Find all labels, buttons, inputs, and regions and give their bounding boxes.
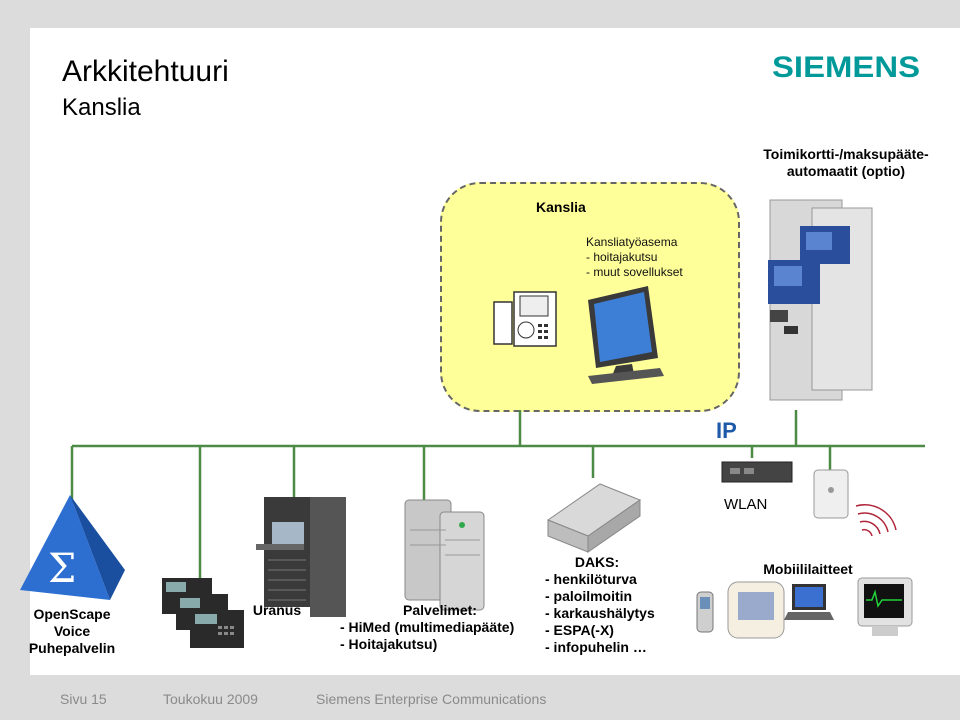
footer-company: Siemens Enterprise Communications <box>316 691 547 707</box>
siemens-logo-text: SIEMENS <box>772 51 920 82</box>
palvelimet-line-3: - Hoitajakutsu) <box>340 636 438 652</box>
daks-line-3: - paloilmoitin <box>545 588 633 604</box>
payment-kiosk-icon <box>768 199 873 401</box>
footer-date: Toukokuu 2009 <box>163 691 258 707</box>
palvelimet-label: Palvelimet: - HiMed (multimediapääte) - … <box>340 602 540 653</box>
wireless-signal-icon <box>855 504 897 537</box>
network-bus <box>70 410 925 578</box>
uranus-label: Uranus <box>252 602 302 618</box>
ip-network-label: IP <box>716 418 737 443</box>
openscape-label: OpenScape Voice Puhepalvelin <box>0 606 144 657</box>
palvelimet-line-2: - HiMed (multimediapääte) <box>340 619 515 635</box>
footer-page: Sivu 15 <box>60 691 107 707</box>
slide-subtitle: Kanslia <box>62 94 141 121</box>
daks-label: DAKS: - henkilöturva - paloilmoitin - ka… <box>545 554 675 656</box>
daks-line-6: - infopuhelin … <box>545 639 647 655</box>
access-point-icon <box>813 469 849 519</box>
daks-line-1: DAKS: <box>574 554 620 570</box>
daks-line-5: - ESPA(-X) <box>545 622 614 638</box>
kanslia-line-1: Kansliatyöasema <box>586 235 678 249</box>
slide-title: Arkkitehtuuri <box>62 55 229 88</box>
kanslia-zone <box>440 182 740 412</box>
daks-line-2: - henkilöturva <box>545 571 637 587</box>
desk-phone-icon <box>493 291 557 347</box>
mobiili-label: Mobiililaitteet <box>763 561 853 577</box>
kanslia-line-3: - muut sovellukset <box>586 265 683 279</box>
ip-phones-icon <box>162 578 244 648</box>
uranus-rack-icon <box>256 497 346 617</box>
palvelimet-line-1: Palvelimet: <box>403 602 477 618</box>
patient-monitor-icon <box>857 577 913 636</box>
wlan-controller-icon <box>721 461 793 483</box>
mobile-phone-icon <box>696 591 714 633</box>
laptop-icon <box>784 584 834 620</box>
tablet-device-icon <box>727 581 785 639</box>
siemens-logo: SIEMENS <box>772 51 920 82</box>
workstation-monitor-icon <box>588 286 664 384</box>
kanslia-zone-desc: Kansliatyöasema - hoitajakutsu - muut so… <box>586 235 683 280</box>
openscape-line-1: OpenScape <box>33 606 111 622</box>
servers-icon <box>404 499 485 611</box>
kanslia-line-2: - hoitajakutsu <box>586 250 658 264</box>
svg-text:Σ: Σ <box>48 546 76 592</box>
kiosk-label-line2: automaatit (optio) <box>786 163 906 179</box>
wlan-label: WLAN <box>724 496 768 513</box>
daks-box-icon <box>546 483 642 553</box>
kanslia-zone-title: Kanslia <box>536 199 586 215</box>
daks-line-4: - karkaushälytys <box>545 605 655 621</box>
openscape-line-2: Voice <box>53 623 91 639</box>
openscape-line-3: Puhepalvelin <box>28 640 116 656</box>
openscape-pyramid-icon: Σ <box>20 495 125 600</box>
kiosk-label-line1: Toimikortti-/maksupääte- <box>763 146 929 162</box>
title-area <box>30 28 960 130</box>
